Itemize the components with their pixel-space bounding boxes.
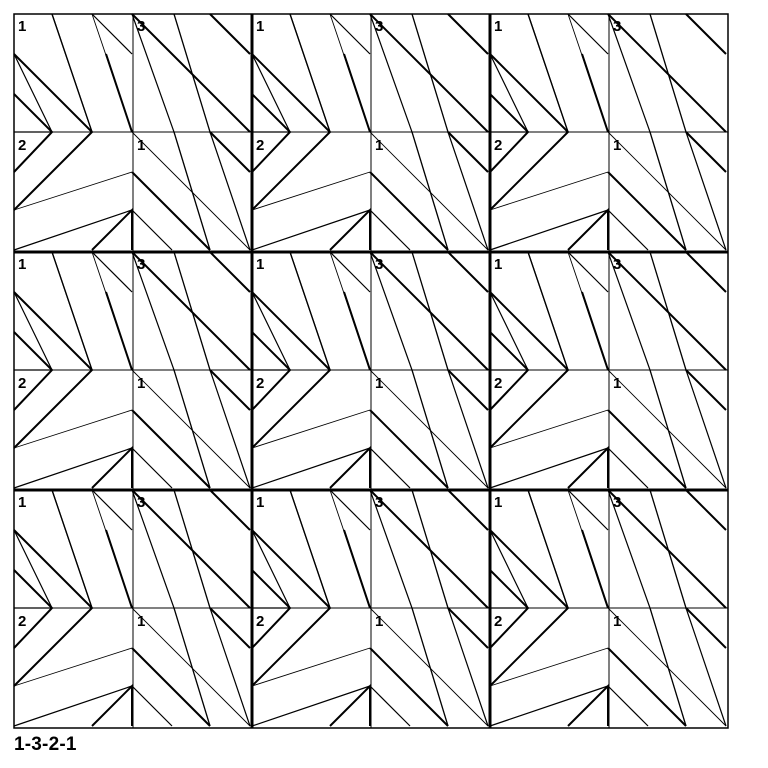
cell-label: 1 [137,613,145,630]
outer-border [13,13,729,729]
cell-label: 1 [375,137,383,154]
block-grid [14,14,728,728]
diagram-caption: 1-3-2-1 [14,734,77,755]
cell-label: 1 [18,494,26,511]
cell-label: 3 [613,256,621,273]
cell-label: 3 [375,494,383,511]
cell-label: 2 [494,613,502,630]
cell-label: 3 [613,18,621,35]
cell-label: 3 [613,494,621,511]
cell-label: 2 [494,137,502,154]
cell-labels: 1 3 2 1 1 3 2 1 1 3 2 1 1 3 2 1 1 3 2 1 1 3 2 1 1 3 2 1 1 3 2 1 1 3 2 1 [18,18,621,630]
cell-label: 1 [613,613,621,630]
cell-label: 1 [256,256,264,273]
cell-grid [14,14,728,728]
cell-label: 3 [375,256,383,273]
cell-label: 1 [137,137,145,154]
cell-label: 1 [494,256,502,273]
cell-label: 1 [18,18,26,35]
cell-label: 2 [18,613,26,630]
cell-label: 3 [137,256,145,273]
cell-label: 2 [256,613,264,630]
cell-label: 1 [18,256,26,273]
cell-label: 1 [494,494,502,511]
cell-label: 2 [256,375,264,392]
cell-label: 1 [256,18,264,35]
cell-label: 1 [613,137,621,154]
cell-label: 1 [375,375,383,392]
cell-label: 3 [375,18,383,35]
cell-label: 1 [256,494,264,511]
cell-label: 3 [137,18,145,35]
cell-label: 2 [256,137,264,154]
cell-label: 2 [494,375,502,392]
cell-label: 2 [18,375,26,392]
cell-label: 1 [494,18,502,35]
cell-label: 1 [137,375,145,392]
cell-label: 3 [137,494,145,511]
cell-label: 1 [375,613,383,630]
cell-label: 2 [18,137,26,154]
cell-label: 1 [613,375,621,392]
